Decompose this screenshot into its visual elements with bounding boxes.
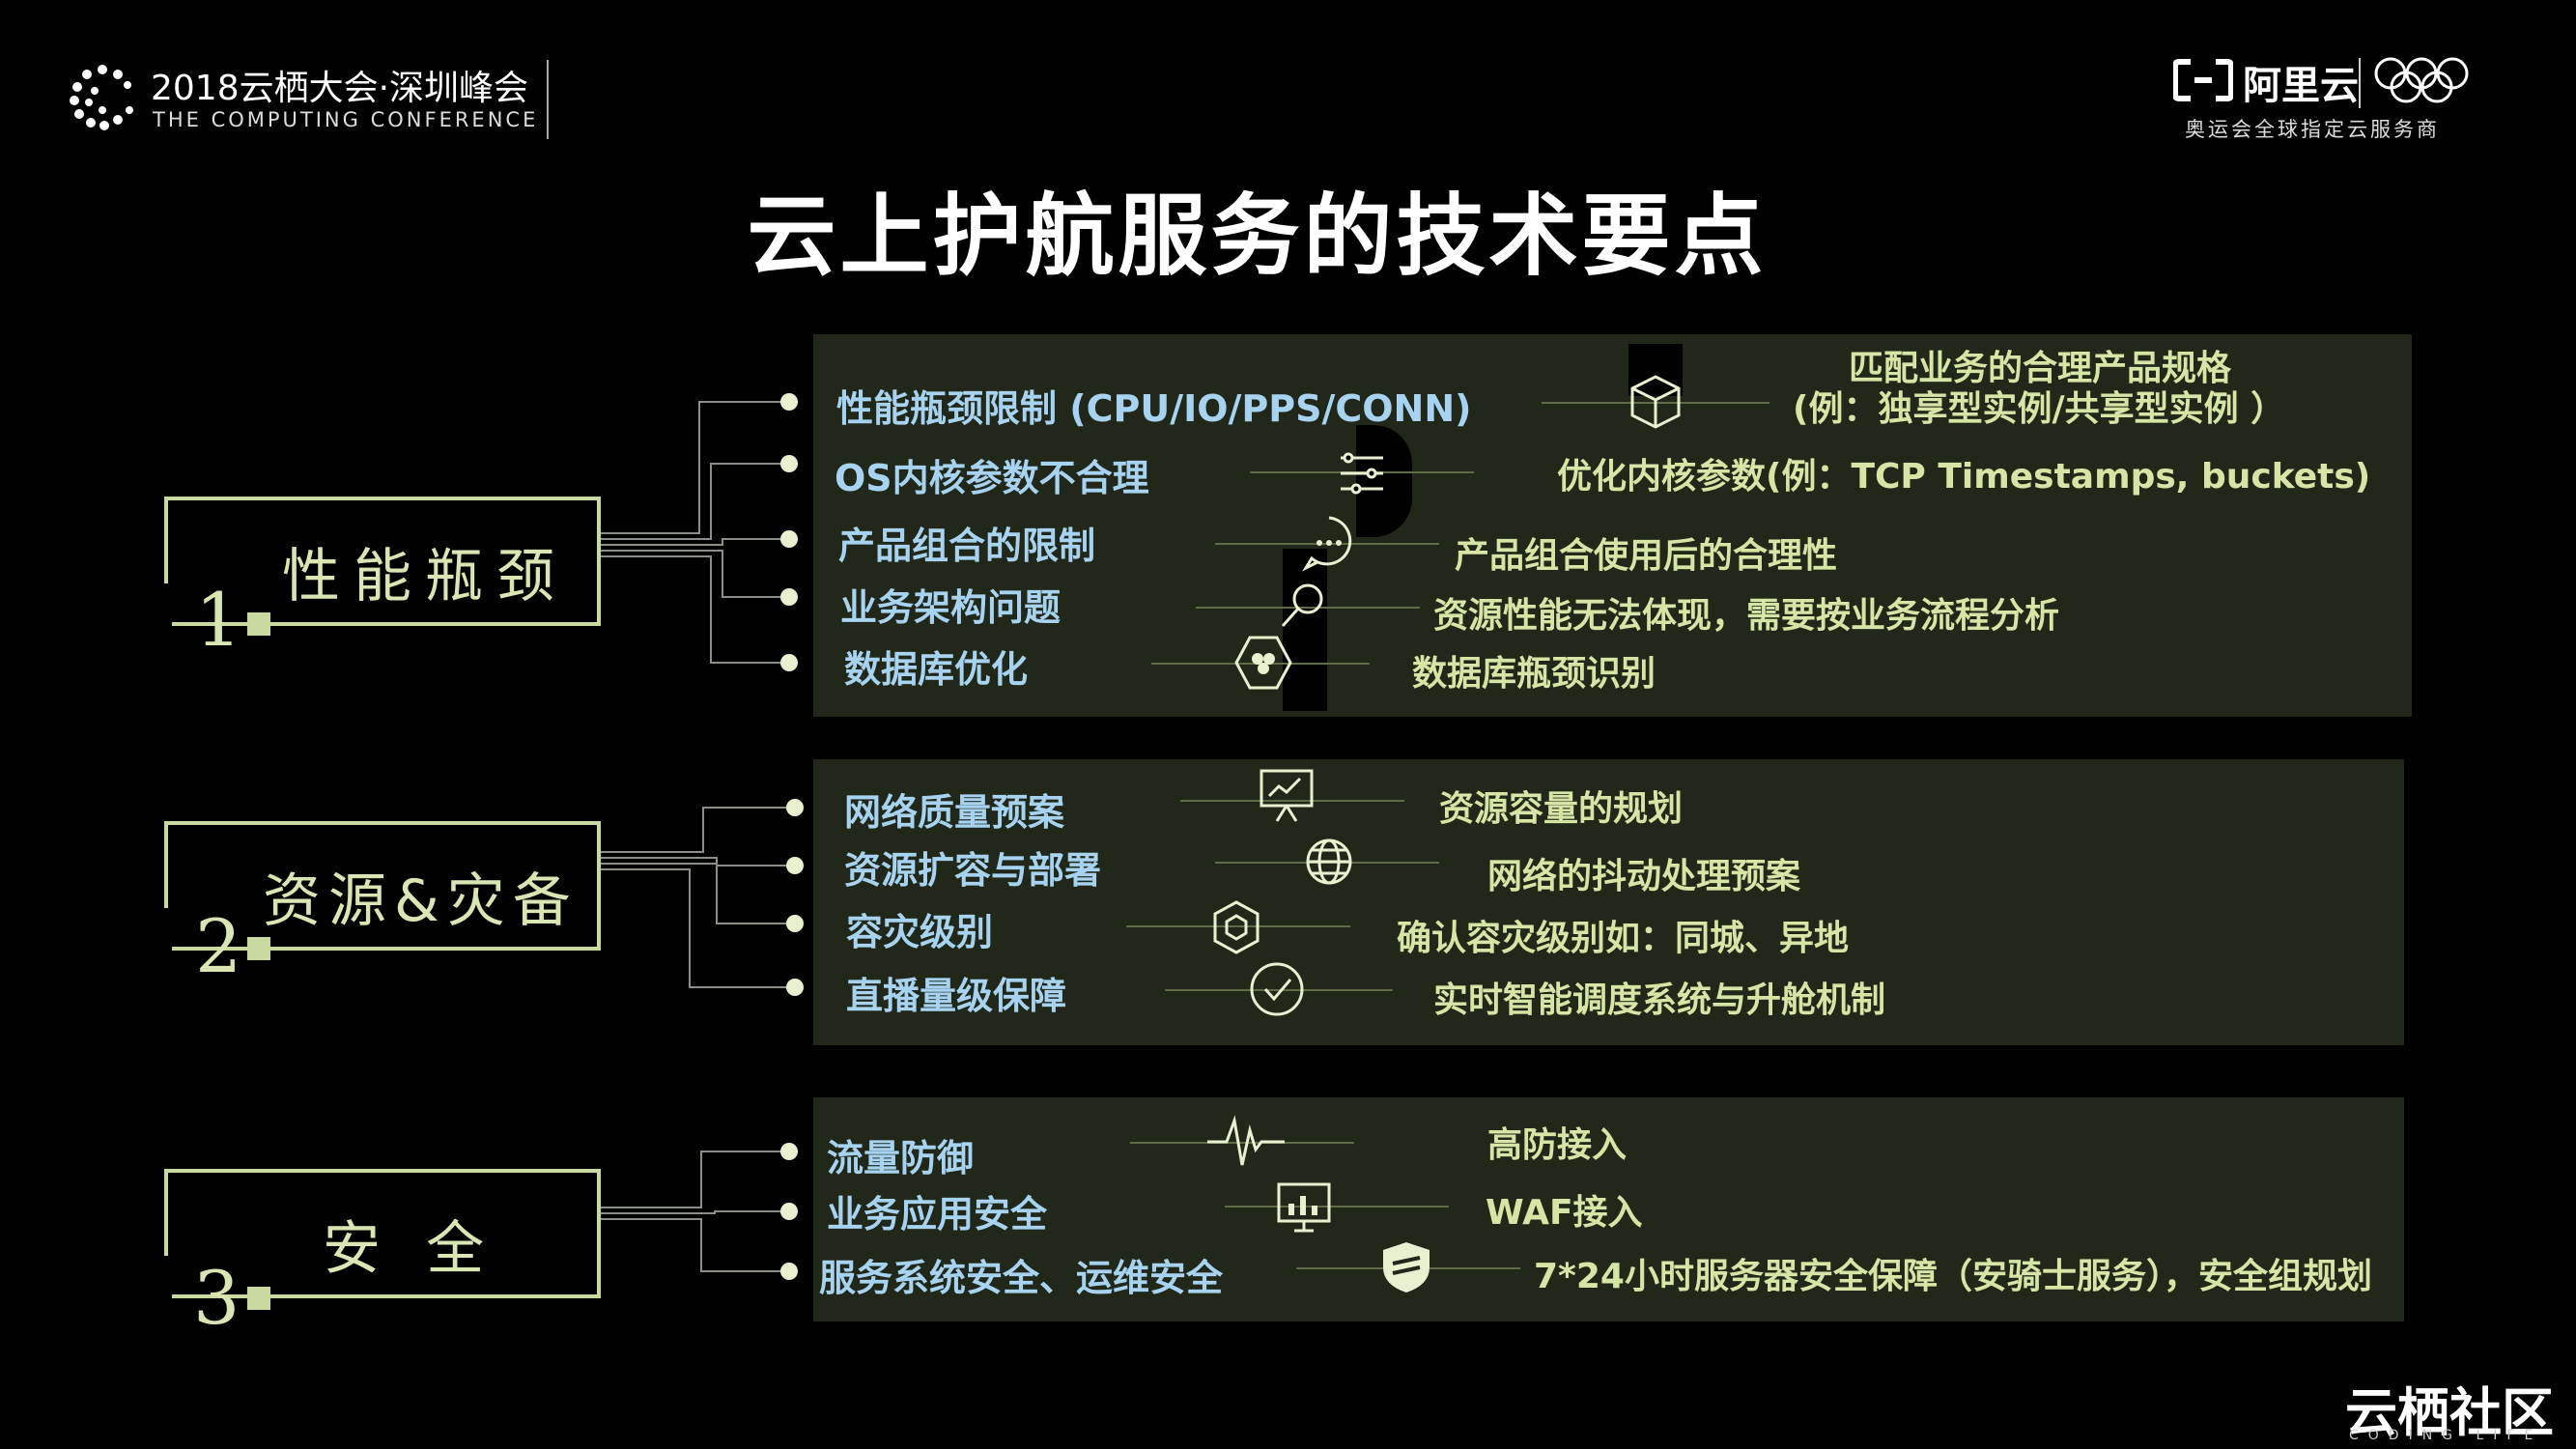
conference-subtitle: THE COMPUTING CONFERENCE xyxy=(153,108,539,131)
desc-performance-analysis: 资源性能无法体现，需要按业务流程分析 xyxy=(1433,596,2060,636)
item-os-kernel: OS内核参数不合理 xyxy=(835,457,1149,499)
desc-database-bottleneck: 数据库瓶颈识别 xyxy=(1412,654,1656,694)
desc-24x7-security: 7*24小时服务器安全保障（安骑士服务），安全组规划 xyxy=(1534,1257,2372,1296)
item-dr-level: 容灾级别 xyxy=(846,911,994,953)
bullet xyxy=(786,915,804,932)
decor-strip xyxy=(1283,549,1327,711)
community-logo: 云栖社区 xyxy=(2345,1382,2554,1443)
bullet xyxy=(780,1203,798,1220)
box-gap xyxy=(158,1256,172,1302)
cube-icon xyxy=(1625,371,1686,433)
category-number-3: 3 xyxy=(193,1255,241,1341)
bullet xyxy=(786,799,804,816)
desc-product-spec: 匹配业务的合理产品规格 xyxy=(1849,349,2232,388)
bullet xyxy=(780,654,798,671)
category-box-1 xyxy=(164,497,601,626)
monitor-chart-icon xyxy=(1273,1177,1335,1238)
conference-logo-icon xyxy=(68,62,137,131)
globe-icon xyxy=(1298,831,1360,893)
presentation-chart-icon xyxy=(1256,765,1317,827)
item-system-ops-security: 服务系统安全、运维安全 xyxy=(819,1257,1224,1299)
desc-smart-scheduling: 实时智能调度系统与升舱机制 xyxy=(1433,980,1886,1020)
decor-tab xyxy=(1356,425,1412,537)
desc-combo-usage: 产品组合使用后的合理性 xyxy=(1455,536,1838,576)
category-box-2 xyxy=(164,821,601,951)
item-traffic-defense: 流量防御 xyxy=(827,1137,975,1179)
bullet xyxy=(780,1263,798,1280)
header-divider xyxy=(547,60,549,139)
sponsor-name: 阿里云 xyxy=(2243,64,2359,108)
check-circle-icon xyxy=(1246,958,1308,1020)
page-title: 云上护航服务的技术要点 xyxy=(747,185,1768,288)
panel-security xyxy=(813,1097,2404,1321)
item-scale-deploy: 资源扩容与部署 xyxy=(844,849,1102,892)
box-gap xyxy=(158,583,172,630)
community-tagline: CODING LIFE xyxy=(2349,1428,2543,1443)
desc-dr-confirm: 确认容灾级别如：同城、异地 xyxy=(1397,919,1850,958)
row-connector xyxy=(1165,989,1393,991)
desc-waf: WAF接入 xyxy=(1486,1193,1643,1233)
hex-box-icon xyxy=(1205,896,1267,958)
category-marker-1 xyxy=(247,612,270,636)
olympic-rings-icon xyxy=(2371,56,2472,106)
item-network-plan: 网络质量预案 xyxy=(844,791,1065,834)
item-architecture: 业务架构问题 xyxy=(840,586,1062,629)
item-product-combo: 产品组合的限制 xyxy=(838,525,1096,567)
row-connector xyxy=(1225,1206,1449,1208)
pulse-icon xyxy=(1207,1111,1285,1173)
row-connector xyxy=(1126,925,1350,927)
category-marker-2 xyxy=(247,937,270,960)
bullet xyxy=(780,1143,798,1160)
item-app-security: 业务应用安全 xyxy=(827,1193,1048,1236)
category-label-3: 安 全 xyxy=(323,1215,498,1283)
sponsor-divider xyxy=(2359,58,2361,108)
bullet xyxy=(780,393,798,411)
row-connector xyxy=(1180,800,1404,802)
search-icon xyxy=(1271,576,1333,638)
category-number-2: 2 xyxy=(195,903,242,989)
category-number-1: 1 xyxy=(195,577,242,663)
category-marker-3 xyxy=(247,1287,270,1310)
item-database: 数据库优化 xyxy=(844,648,1029,691)
item-cpu-io-limit: 性能瓶颈限制 (CPU/IO/PPS/CONN) xyxy=(836,387,1472,430)
list-settings-icon xyxy=(1331,444,1393,506)
row-connector xyxy=(1130,1142,1354,1144)
shield-icon xyxy=(1375,1236,1437,1298)
panel-performance xyxy=(813,334,2412,717)
conference-title: 2018云栖大会·深圳峰会 xyxy=(151,69,529,108)
category-label-1: 性能瓶颈 xyxy=(282,543,568,611)
chat-bubble-icon xyxy=(1298,512,1360,574)
bullet xyxy=(786,979,804,996)
bullet xyxy=(780,588,798,606)
desc-kernel-params: 优化内核参数(例：TCP Timestamps, buckets) xyxy=(1557,457,2371,497)
bullet xyxy=(786,857,804,874)
bullet xyxy=(780,530,798,548)
database-hex-icon xyxy=(1232,632,1294,694)
connector-tree xyxy=(599,401,792,1272)
desc-product-spec-example: (例：独享型实例/共享型实例 ） xyxy=(1793,389,2286,429)
desc-anti-ddos: 高防接入 xyxy=(1487,1125,1628,1165)
panel-resources xyxy=(813,759,2404,1045)
desc-capacity-plan: 资源容量的规划 xyxy=(1439,789,1684,829)
category-box-3 xyxy=(164,1169,601,1298)
row-connector xyxy=(1196,607,1420,609)
sponsor-tagline: 奥运会全球指定云服务商 xyxy=(2185,118,2440,141)
aliyun-logo-icon xyxy=(2173,58,2233,102)
item-live-stream: 直播量级保障 xyxy=(846,975,1067,1017)
desc-network-jitter: 网络的抖动处理预案 xyxy=(1487,857,1801,896)
box-gap xyxy=(158,908,172,954)
bullet xyxy=(780,455,798,472)
category-label-2: 资源&灾备 xyxy=(263,867,579,935)
